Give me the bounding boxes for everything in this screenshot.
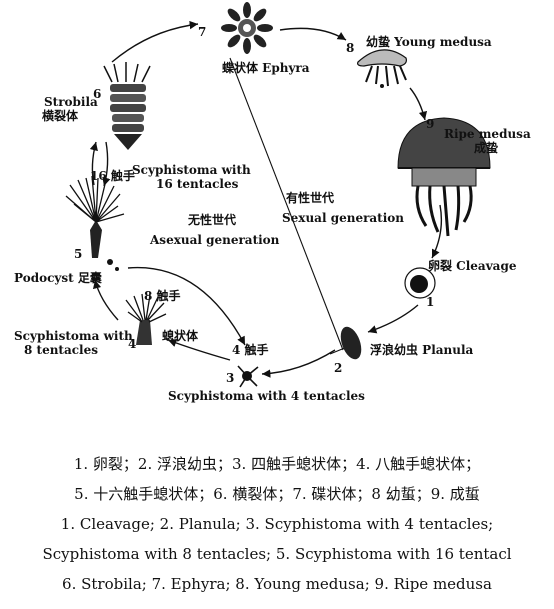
caption-line-1: 1. 卵裂；2. 浮浪幼虫；3. 四触手螅状体；4. 八触手螅状体； [0, 454, 554, 474]
young-medusa-label: 幼蛰 Young medusa [366, 36, 492, 49]
scyphistoma-4-label: Scyphistoma with 4 tentacles [168, 390, 365, 403]
young-medusa-illustration [358, 50, 407, 88]
arrow-2-to-3 [262, 350, 335, 374]
tentacle-8-label: 8 触手 [144, 290, 181, 303]
tentacle-4-label: 4 触手 [232, 344, 269, 357]
scyphistoma-8-label: Scyphistoma with [14, 330, 133, 343]
arrow-1-to-2 [368, 305, 418, 332]
ripe-medusa-label-cn: 成蛰 [474, 142, 498, 155]
stage-number-1: 1 [426, 296, 434, 308]
scyphistoma-16-label-line2: 16 tentacles [156, 178, 238, 191]
strobila-label-cn: 横裂体 [42, 110, 78, 123]
scyphistoma-8-label-line2: 8 tentacles [24, 344, 98, 357]
sexual-generation-label-cn: 有性世代 [286, 192, 334, 205]
arrow-3-to-4 [168, 340, 230, 360]
scyphistoma-4-illustration [238, 366, 258, 387]
tentacle-16-label: 16 触手 [90, 170, 135, 183]
scyphistoma-16-label: Scyphistoma with [132, 164, 251, 177]
ephyra-label: 蝶状体 Ephyra [222, 62, 310, 75]
arrow-8-to-9 [410, 88, 425, 120]
asexual-generation-label-cn: 无性世代 [188, 214, 236, 227]
sexual-generation-label: Sexual generation [282, 212, 404, 225]
stage-number-2: 2 [334, 362, 342, 374]
caption-line-5: 6. Strobila; 7. Ephyra; 8. Young medusa;… [0, 574, 554, 594]
asexual-generation-label: Asexual generation [150, 234, 279, 247]
stage-number-7: 7 [198, 26, 206, 38]
stage-number-5: 5 [74, 248, 82, 260]
cleavage-label: 卵裂 Cleavage [428, 260, 516, 273]
podocyst-label: Podocyst 足囊 [14, 272, 102, 285]
arrow-4-to-5 [95, 280, 118, 320]
arrow-7-to-8 [280, 28, 346, 40]
caption-line-4: Scyphistoma with 8 tentacles; 5. Scyphis… [0, 544, 554, 564]
arrow-6-to-7 [112, 24, 198, 62]
planula-illustration [337, 324, 366, 362]
stage-number-9: 9 [426, 118, 434, 130]
strobila-label: Strobila [44, 96, 98, 109]
scyphistoma-body-label: 螅状体 [162, 330, 198, 343]
stage-number-8: 8 [346, 42, 354, 54]
stage-number-3: 3 [226, 372, 234, 384]
planula-label: 浮浪幼虫 Planula [370, 344, 473, 357]
caption-line-3: 1. Cleavage; 2. Planula; 3. Scyphistoma … [0, 514, 554, 534]
strobila-illustration [104, 62, 150, 150]
ephyra-illustration [221, 2, 273, 54]
ripe-medusa-label: Ripe medusa [444, 128, 531, 141]
caption-line-2: 5. 十六触手螅状体；6. 横裂体；7. 碟状体；8 幼蜇；9. 成蜇 [0, 484, 554, 504]
podocyst-dot [107, 259, 113, 265]
